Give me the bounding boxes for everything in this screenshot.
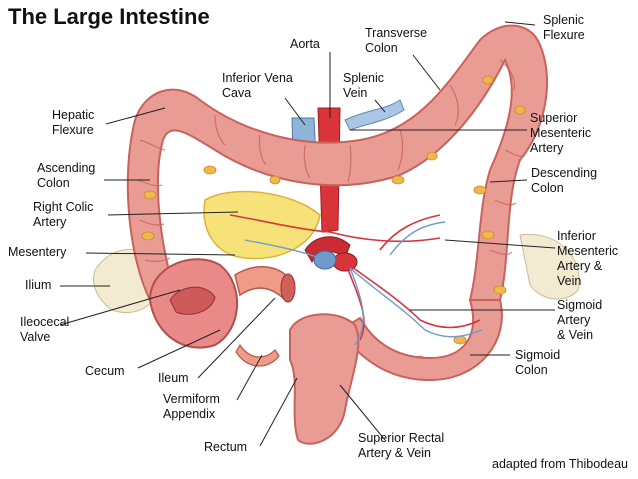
sigmoid-colon-shape (338, 299, 503, 382)
label-ileum: Ileum (158, 371, 189, 385)
label-aorta: Aorta (290, 37, 320, 51)
leader-lines (59, 21, 556, 447)
label-mesentery: Mesentery (8, 245, 67, 259)
ilium-right-shape (519, 233, 580, 300)
credit-text: adapted from Thibodeau (492, 457, 628, 471)
ileum-opening (280, 273, 296, 303)
rectum-shape (289, 313, 360, 445)
label-rectum: Rectum (204, 440, 248, 454)
mesentery-fat-shape (203, 190, 321, 260)
splenic-vein-shape (344, 99, 405, 131)
fat-tabs (141, 75, 526, 365)
colon-frame-shape (126, 24, 549, 301)
diagram-title: The Large Intestine (8, 4, 210, 29)
label-cecum: Cecum (85, 364, 125, 378)
label-ilium: Ilium (25, 278, 52, 292)
haustra-markings (137, 59, 526, 262)
appendix-shape (235, 343, 280, 367)
ileocecal-valve-shape (169, 286, 216, 315)
mesenteric-veins (244, 221, 483, 346)
